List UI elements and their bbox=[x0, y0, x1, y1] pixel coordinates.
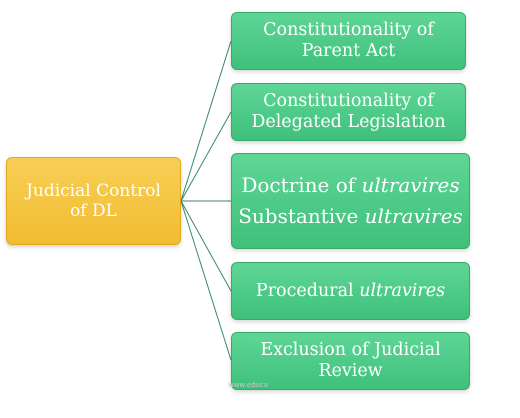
root-node-line-1: Judicial Control bbox=[26, 180, 161, 201]
child-node-line: Delegated Legislation bbox=[251, 112, 446, 132]
child-node-delegated-legislation: Constitutionality of Delegated Legislati… bbox=[231, 83, 466, 141]
watermark: www.educa bbox=[228, 381, 269, 389]
root-node-judicial-control: Judicial Control of DL bbox=[6, 157, 181, 245]
child-node-line: Review bbox=[318, 361, 383, 381]
child-node-line: Exclusion of Judicial bbox=[260, 340, 441, 360]
child-node-doctrine-ultravires: Doctrine of ultravires Substantive ultra… bbox=[231, 153, 470, 249]
root-node-line-2: of DL bbox=[70, 201, 117, 221]
child-node-line: Parent Act bbox=[301, 41, 396, 61]
child-node-parent-act: Constitutionality of Parent Act bbox=[231, 12, 466, 70]
child-node-line: Doctrine of ultravires bbox=[241, 173, 460, 197]
connector-line bbox=[180, 111, 232, 202]
child-node-line: Procedural ultravires bbox=[255, 280, 446, 301]
child-node-line: Constitutionality of bbox=[263, 91, 434, 111]
child-node-exclusion-judicial-review: Exclusion of Judicial Review bbox=[231, 332, 470, 390]
child-node-procedural-ultravires: Procedural ultravires bbox=[231, 262, 470, 320]
connector-line bbox=[180, 200, 232, 292]
connector-line bbox=[180, 40, 232, 202]
connector-line bbox=[180, 200, 232, 361]
child-node-line: Constitutionality of bbox=[263, 20, 434, 40]
child-node-line: Substantive ultravires bbox=[238, 204, 463, 228]
